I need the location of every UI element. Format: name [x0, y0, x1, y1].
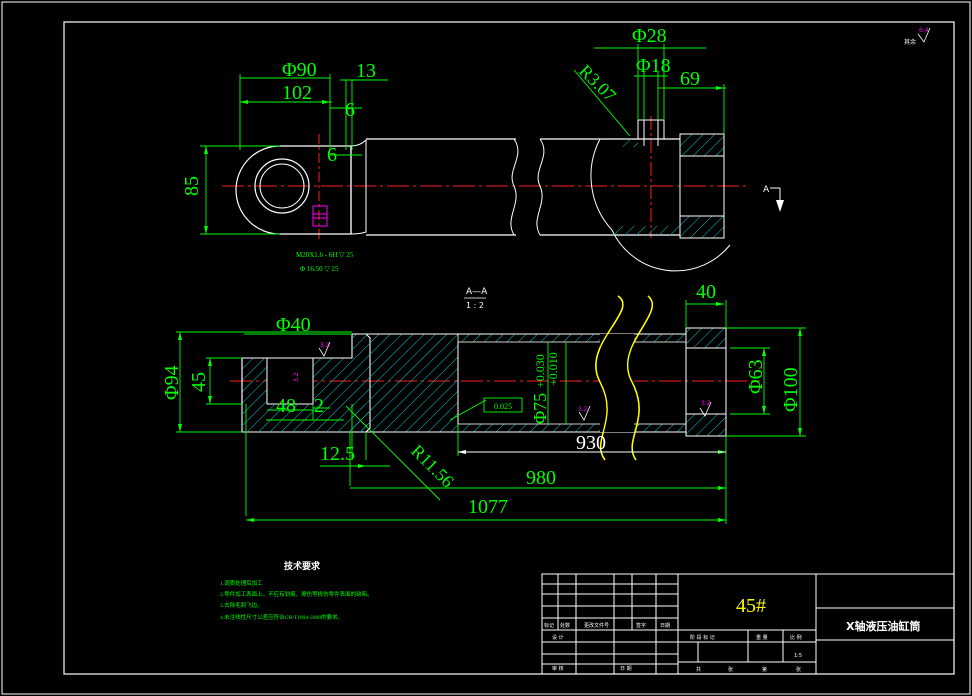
- tech-item-2: 2.零件加工表面上，不应有划痕、擦伤等损伤零件表面的缺陷。: [220, 590, 373, 598]
- rough-1: 3.2: [320, 342, 330, 349]
- ratio-label: 比 例: [790, 634, 802, 641]
- dim-980: 980: [526, 467, 556, 489]
- section-mark-a: A: [763, 185, 770, 195]
- dim-r307: R3.07: [575, 61, 620, 106]
- roughness-marks: 3.2 3.2 3.2 3.2: [293, 341, 712, 421]
- part-name: X轴液压油缸筒: [846, 619, 920, 633]
- dim-85: 85: [181, 176, 203, 196]
- inner-border: [63, 21, 955, 675]
- dim-6b: 6: [327, 144, 337, 166]
- date-label: 日 期: [620, 666, 632, 672]
- tech-title: 技术要求: [284, 560, 321, 572]
- dim-r11-56: R11.56: [407, 441, 458, 492]
- rough-3: 3.2: [578, 406, 588, 413]
- dim-930: 930: [576, 432, 606, 454]
- section-view: [230, 295, 760, 461]
- dim-phi90: Φ90: [282, 59, 317, 81]
- dim-2: 2: [314, 395, 324, 417]
- row-label-count: 处数: [560, 622, 570, 629]
- top-arrows: [204, 86, 724, 234]
- sheet-no-label: 第: [762, 666, 767, 673]
- rough-2: 3.2: [293, 372, 300, 382]
- dim-phi100: Φ100: [780, 367, 802, 412]
- ratio-value: 1:5: [794, 653, 802, 659]
- tech-item-1: 1.调质处理后加工: [220, 579, 263, 587]
- weight-label: 重 量: [756, 634, 768, 641]
- dim-phi75: Φ75: [530, 393, 550, 424]
- dim-tol-lower: +0.010: [546, 352, 560, 386]
- sheets-total-label: 共: [696, 666, 701, 673]
- material-value: 45#: [736, 595, 766, 617]
- rough-symbol-top: [917, 27, 931, 43]
- designer-label: 设 计: [552, 634, 564, 641]
- tech-item-3: 3.去除毛刺飞边。: [220, 601, 263, 609]
- dim-phi40: Φ40: [276, 314, 311, 336]
- dim-12-5: 12.5: [320, 443, 355, 465]
- dim-phi28: Φ28: [632, 25, 667, 47]
- thread-note-1: M20X1.6 - 6H ▽ 25: [296, 251, 354, 259]
- dim-69: 69: [680, 68, 700, 90]
- dim-6a: 6: [345, 99, 355, 121]
- row-label-mark: 标记: [544, 622, 554, 629]
- row-label-date: 日期: [660, 623, 670, 629]
- row-label-doc: 更改文件号: [584, 622, 609, 629]
- rough-rest-label: 其余: [904, 38, 916, 46]
- dim-40-top: 40: [696, 281, 716, 303]
- approve-label: 审 核: [552, 665, 564, 672]
- title-block-grid: [541, 573, 955, 675]
- section-title: A—A: [466, 287, 488, 297]
- dim-phi18: Φ18: [636, 55, 671, 77]
- row-label-sign: 签字: [636, 622, 646, 629]
- dim-45: 45: [188, 372, 210, 392]
- dim-phi63: Φ63: [745, 359, 767, 394]
- sheets-unit-label: 张: [728, 666, 733, 673]
- top-dimension-lines: [200, 44, 726, 235]
- sheet-unit-label: 张: [796, 666, 801, 673]
- thread-note-2: Φ 16.50 ▽ 25: [300, 265, 339, 273]
- stage-label: 阶 段 标 记: [690, 634, 715, 641]
- rough-top-value: 6.4: [919, 27, 929, 34]
- dim-tol-upper: +0.030: [533, 354, 547, 388]
- rough-4: 3.2: [701, 400, 711, 407]
- tech-item-4: 4.未注线性尺寸公差应符合GB/T1804-2000的要求。: [220, 613, 343, 621]
- dim-102: 102: [282, 82, 312, 104]
- top-view: [222, 116, 784, 272]
- dim-48: 48: [276, 395, 296, 417]
- dim-tol-frame: 0.025: [494, 402, 512, 411]
- dim-13: 13: [356, 60, 376, 82]
- dim-phi94: Φ94: [161, 365, 183, 400]
- section-scale: 1 : 2: [466, 301, 484, 310]
- dim-1077: 1077: [468, 496, 508, 518]
